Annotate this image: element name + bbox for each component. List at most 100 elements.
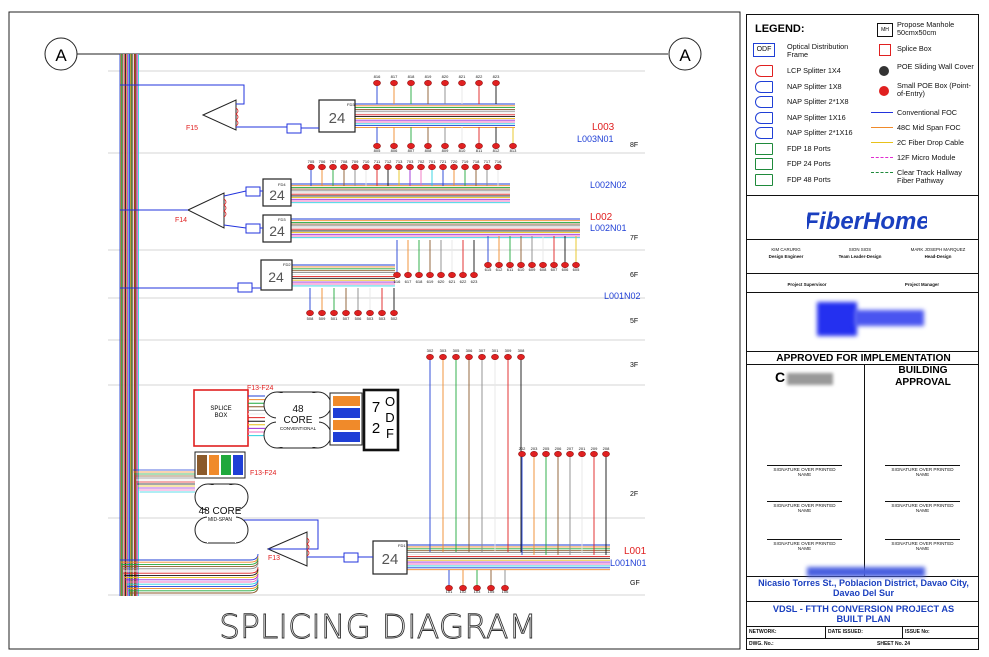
- unit-label: 813: [510, 148, 517, 153]
- legend-device-label: FDP 24 Ports: [787, 159, 831, 168]
- unit-connector-icon: [362, 163, 370, 170]
- design-signatures: KIM CARURIG Design Engineer SION SIOS Te…: [747, 247, 980, 271]
- midspan-modules: [194, 451, 246, 479]
- fiber-label-f13-f24-top: F13-F24: [247, 385, 274, 392]
- circuit-l001n02: L001N02: [604, 291, 641, 301]
- floor-2f: 2F: [630, 491, 638, 498]
- unit-label: 717: [484, 159, 491, 164]
- unit-label: 615: [485, 267, 492, 272]
- blurred-heading: [807, 567, 925, 577]
- divider: [747, 601, 978, 602]
- legend-splice-box: Splice Box: [897, 44, 932, 53]
- diagram-title: SPLICING DIAGRAM: [219, 607, 537, 646]
- fdp-ports-6f: 24: [268, 269, 284, 285]
- divider: [747, 626, 978, 627]
- unit-label: 611: [507, 267, 514, 272]
- unit-connector-icon: [483, 163, 491, 170]
- fdp-ports-7f-b: 24: [269, 223, 285, 239]
- unit-connector-icon: [378, 310, 386, 317]
- poe-cover-icon: [879, 66, 889, 76]
- fdp-ports-8f: 24: [329, 110, 346, 127]
- sign-role-1: Design Engineer: [768, 254, 804, 259]
- small-splitters: [237, 123, 359, 563]
- building-approval: BUILDING APPROVAL: [895, 365, 951, 388]
- unit-label: 508: [307, 316, 314, 321]
- unit-label: 708: [341, 159, 348, 164]
- unit-connector-icon: [459, 585, 467, 592]
- unit-connector-icon: [395, 163, 403, 170]
- unit-connector-icon: [373, 142, 381, 149]
- legend-poe-cover: POE Sliding Wall Cover: [897, 62, 974, 71]
- unit-label: 721: [440, 159, 447, 164]
- unit-label: 501: [331, 316, 338, 321]
- unit-connector-icon: [501, 585, 509, 592]
- unit-label: 206: [555, 446, 562, 451]
- circuit-l002n02: L002N02: [590, 180, 627, 190]
- project-manager: Project Manager: [904, 282, 940, 287]
- unit-connector-icon: [354, 310, 362, 317]
- unit-label: 805: [374, 148, 381, 153]
- fiber-label-f14: F14: [175, 217, 187, 224]
- unit-connector-icon: [461, 163, 469, 170]
- unit-connector-icon: [487, 585, 495, 592]
- unit-connector-icon: [517, 354, 525, 361]
- unit-connector-icon: [484, 262, 492, 269]
- circuit-l003: L003: [592, 122, 615, 133]
- signature-line: SIGNATURE OVER PRINTED NAME: [767, 539, 842, 551]
- divider: [747, 292, 978, 293]
- unit-label: 811: [476, 148, 483, 153]
- unit-label: 507: [343, 316, 350, 321]
- legend-device-label: FDP 18 Ports: [787, 143, 831, 153]
- odf-letter-d: D: [385, 410, 394, 425]
- legend-odf: Optical Distribution Frame: [787, 42, 849, 59]
- unit-connector-icon: [424, 79, 432, 86]
- floor-6f: 6F: [630, 272, 638, 279]
- unit-connector-icon: [441, 79, 449, 86]
- unit-label: 818: [408, 74, 415, 79]
- signature-line: SIGNATURE OVER PRINTED NAME: [767, 465, 842, 477]
- unit-connector-icon: [445, 585, 453, 592]
- unit-label: 710: [363, 159, 370, 164]
- floor-gf: GF: [630, 580, 640, 587]
- unit-connector-icon: [426, 354, 434, 361]
- unit-label: 503: [367, 316, 374, 321]
- unit-connector-icon: [470, 272, 478, 279]
- unit-label: 208: [603, 446, 610, 451]
- signature-line: SIGNATURE OVER PRINTED NAME: [885, 465, 960, 477]
- unit-label: 820: [442, 74, 449, 79]
- unit-connector-icon: [428, 163, 436, 170]
- unit-connector-icon: [472, 163, 480, 170]
- unit-connector-icon: [306, 310, 314, 317]
- unit-label: 702: [418, 159, 425, 164]
- unit-connector-icon: [439, 354, 447, 361]
- fdp-ports-gf: 24: [382, 551, 399, 568]
- fdp-ports-7f-a: 24: [269, 187, 285, 203]
- unit-label: 823: [493, 74, 500, 79]
- legend-device-icon: [755, 96, 773, 108]
- unit-connector-icon: [602, 451, 610, 458]
- unit-label: 103: [474, 589, 481, 594]
- unit-label: 202: [519, 446, 526, 451]
- floor-lines: [108, 70, 645, 596]
- unit-connector-icon: [390, 310, 398, 317]
- odf-digit-a: 7: [372, 399, 380, 416]
- fdp-id-8f: FD3: [347, 102, 355, 107]
- unit-label: 106: [502, 589, 509, 594]
- splitter-tails: [223, 107, 310, 557]
- unit-label: 810: [459, 148, 466, 153]
- unit-label: 716: [495, 159, 502, 164]
- unit-label: 205: [543, 446, 550, 451]
- unit-label: 605: [573, 267, 580, 272]
- odf-legend-icon: ODF: [753, 43, 775, 57]
- unit-label: 718: [473, 159, 480, 164]
- core48-conv-line1: 48: [292, 404, 304, 415]
- core48-conv-line3: CONVENTIONAL: [280, 426, 317, 431]
- legend-device-label: NAP Splitter 1X8: [787, 81, 842, 91]
- legend-device-icon: [755, 65, 773, 77]
- unit-label: 703: [407, 159, 414, 164]
- unit-connector-icon: [351, 163, 359, 170]
- unit-label: 502: [391, 316, 398, 321]
- unit-connector-icon: [437, 272, 445, 279]
- unit-label: 617: [405, 279, 412, 284]
